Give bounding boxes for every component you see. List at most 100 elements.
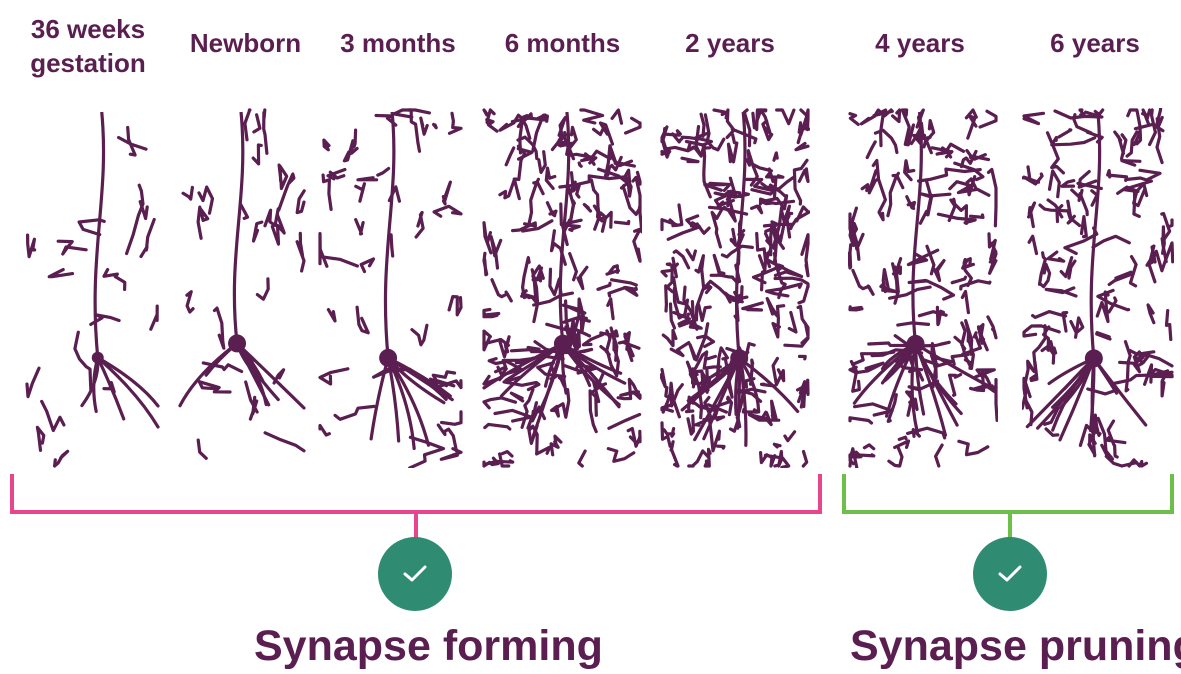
dendrite-branch [662, 220, 677, 230]
dendrite-branch [688, 416, 693, 434]
basal-dendrite [371, 358, 388, 439]
dendrite-branch [851, 362, 859, 392]
dendrite-branch [1063, 313, 1067, 331]
dendrite-branch [579, 451, 585, 466]
dendrite-branch [798, 306, 808, 336]
dendrite-branch [717, 446, 724, 448]
dendrite-branch [967, 177, 976, 195]
pruning-check-badge [973, 537, 1047, 611]
dendrite-branch [803, 452, 806, 467]
dendrite-branch [1097, 333, 1110, 339]
neuron-soma [92, 352, 104, 364]
dendrite-branch [356, 220, 363, 234]
dendrite-branch [254, 115, 260, 132]
dendrite-branch [323, 175, 331, 209]
dendrite-branch [1093, 236, 1129, 247]
dendrite-branch [484, 331, 490, 350]
dendrite-branch [743, 303, 763, 310]
dendrite-branch [502, 452, 512, 456]
check-icon [997, 564, 1023, 584]
dendrite-branch [532, 297, 538, 322]
dendrite-branch [988, 317, 996, 338]
dendrite-branch [899, 437, 906, 439]
stage-label-3-months: 3 months [328, 26, 468, 60]
dendrite-branch [1157, 119, 1162, 163]
dendrite-branch [141, 220, 154, 257]
dendrite-branch [934, 261, 944, 281]
dendrite-branch [594, 129, 603, 134]
dendrite-branch [922, 194, 950, 196]
dendrite-branch [356, 184, 365, 201]
dendrite-branch [198, 207, 208, 238]
dendrite-branch [484, 398, 516, 408]
dendrite-branch [1071, 318, 1083, 337]
dendrite-branch [565, 127, 577, 148]
neuron-illustration-2-years [660, 108, 810, 468]
dendrite-branch [391, 235, 393, 256]
dendrite-branch [1082, 217, 1087, 237]
dendrite-branch [151, 306, 157, 329]
dendrite-branch [895, 441, 909, 447]
dendrite-branch [907, 197, 915, 209]
dendrite-branch [581, 110, 603, 123]
neuron-illustration-6-months [482, 108, 642, 468]
dendrite-branch [506, 148, 514, 165]
dendrite-branch [570, 254, 577, 280]
dendrite-branch [434, 125, 437, 128]
dendrite-branch [864, 445, 873, 449]
dendrite-branch [762, 178, 793, 189]
dendrite-branch [579, 163, 581, 166]
dendrite-branch [257, 279, 268, 299]
dendrite-branch [608, 299, 613, 319]
dendrite-branch [671, 304, 675, 328]
dendrite-branch [1108, 171, 1127, 181]
neuron-illustration-3-months [318, 108, 463, 468]
dendrite-branch [500, 454, 509, 466]
dendrite-branch [850, 418, 872, 423]
dendrite-branch [952, 348, 979, 364]
dendrite-branch [215, 308, 224, 348]
dendrite-branch [772, 401, 776, 418]
dendrite-branch [484, 223, 491, 253]
dendrite-branch [500, 180, 515, 198]
dendrite-branch [714, 110, 727, 115]
dendrite-branch [937, 307, 943, 324]
dendrite-branch [924, 140, 931, 153]
dendrite-branch [850, 307, 862, 310]
dendrite-branch [1062, 181, 1074, 187]
dendrite-branch [264, 110, 267, 153]
dendrite-branch [989, 234, 996, 259]
dendrite-branch [950, 375, 961, 396]
dendrite-branch [728, 397, 732, 414]
dendrite-branch [996, 380, 997, 421]
dendrite-branch [546, 168, 555, 188]
dendrite-branch [663, 331, 676, 346]
neuron-soma [379, 349, 397, 367]
dendrite-branch [265, 209, 278, 226]
dendrite-branch [752, 206, 762, 213]
dendrite-branch [529, 179, 539, 224]
dendrite-branch [704, 146, 711, 197]
dendrite-branch [980, 111, 996, 127]
dendrite-branch [1167, 311, 1171, 340]
dendrite-branch [492, 280, 511, 301]
dendrite-branch [1046, 288, 1076, 296]
stage-label-36-weeks: 36 weeks gestation [18, 12, 158, 80]
dendrite-branch [1024, 113, 1043, 123]
dendrite-branch [128, 128, 135, 156]
dendrite-branch [850, 114, 858, 125]
dendrite-branch [664, 429, 674, 437]
dendrite-branch [682, 158, 698, 161]
dendrite-branch [796, 143, 808, 149]
dendrite-branch [547, 203, 556, 216]
stage-label-6-years: 6 years [1030, 26, 1160, 60]
dendrite-branch [1122, 161, 1140, 166]
dendrite-branch [551, 442, 558, 455]
dendrite-branch [971, 215, 984, 217]
dendrite-branch [27, 368, 39, 396]
dendrite-branch [55, 451, 68, 466]
dendrite-branch [1106, 438, 1125, 443]
dendrite-branch [1109, 272, 1131, 284]
dendrite-branch [539, 152, 546, 173]
dendrite-branch [1126, 342, 1131, 391]
